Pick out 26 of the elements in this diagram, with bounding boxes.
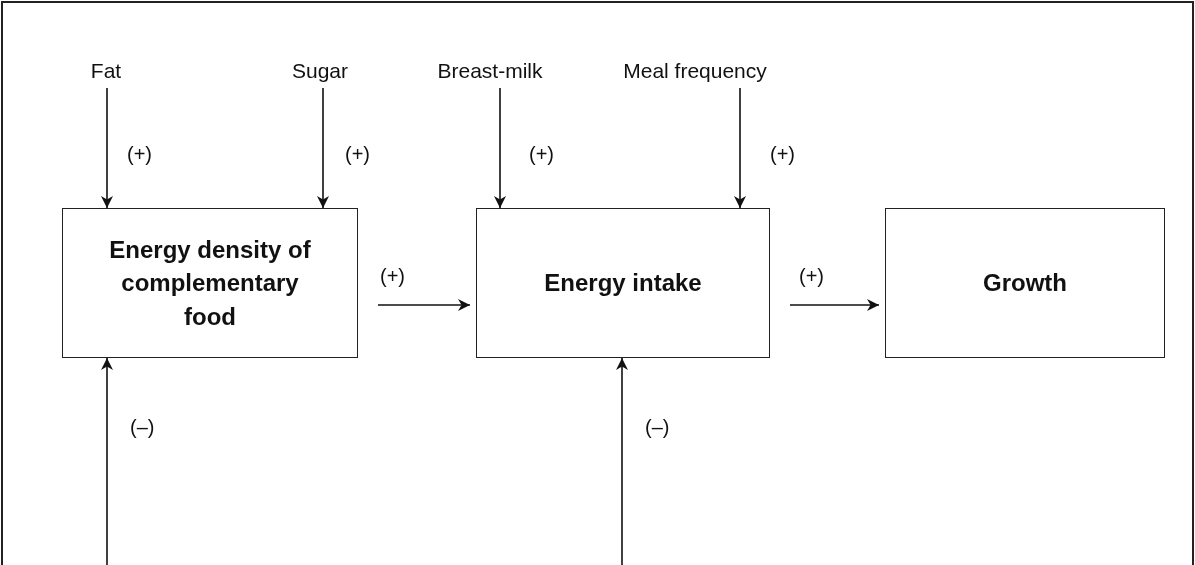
factor-label: Meal frequency bbox=[623, 59, 767, 83]
edge-label: (+) bbox=[378, 265, 407, 288]
edge-label: (–) bbox=[128, 416, 157, 439]
box-label: Energy intake bbox=[544, 268, 702, 299]
edge-label: (–) bbox=[643, 416, 672, 439]
edge-label: (+) bbox=[125, 143, 154, 166]
factor-label: Fat bbox=[90, 59, 122, 83]
edge-label: (+) bbox=[768, 143, 797, 166]
arrow bbox=[616, 357, 628, 565]
edge-label: (+) bbox=[797, 265, 826, 288]
arrow bbox=[734, 87, 746, 209]
arrow bbox=[494, 87, 506, 209]
box-label: Energy density of complementary food bbox=[108, 234, 312, 332]
factor-label: Breast-milk bbox=[437, 59, 543, 83]
arrow bbox=[789, 299, 880, 311]
box-label: Growth bbox=[983, 268, 1067, 299]
edge-label: (+) bbox=[527, 143, 556, 166]
arrow bbox=[101, 87, 113, 209]
factor-label: Sugar bbox=[291, 59, 348, 83]
process-box bbox=[62, 208, 358, 358]
arrow bbox=[377, 299, 471, 311]
arrow bbox=[317, 87, 329, 209]
arrow bbox=[101, 357, 113, 565]
edge-label: (+) bbox=[343, 143, 372, 166]
process-box bbox=[885, 208, 1165, 358]
process-box bbox=[476, 208, 770, 358]
